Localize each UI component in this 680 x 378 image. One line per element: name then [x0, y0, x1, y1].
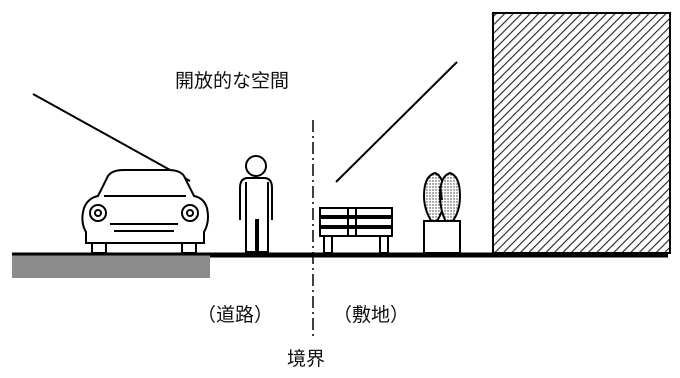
diagram-title: 開放的な空間: [175, 70, 290, 92]
view-line-right: [335, 61, 458, 183]
building-icon: [492, 12, 671, 254]
bench-icon: [319, 207, 393, 254]
boundary-label: 境界: [287, 348, 326, 370]
road-label: （道路）: [197, 304, 274, 326]
person-icon: [239, 155, 273, 253]
planter-icon: [422, 171, 462, 254]
car-icon: [81, 169, 209, 254]
site-label: （敷地）: [333, 304, 410, 326]
road-slab: [12, 255, 210, 278]
view-line-left: [32, 93, 191, 182]
